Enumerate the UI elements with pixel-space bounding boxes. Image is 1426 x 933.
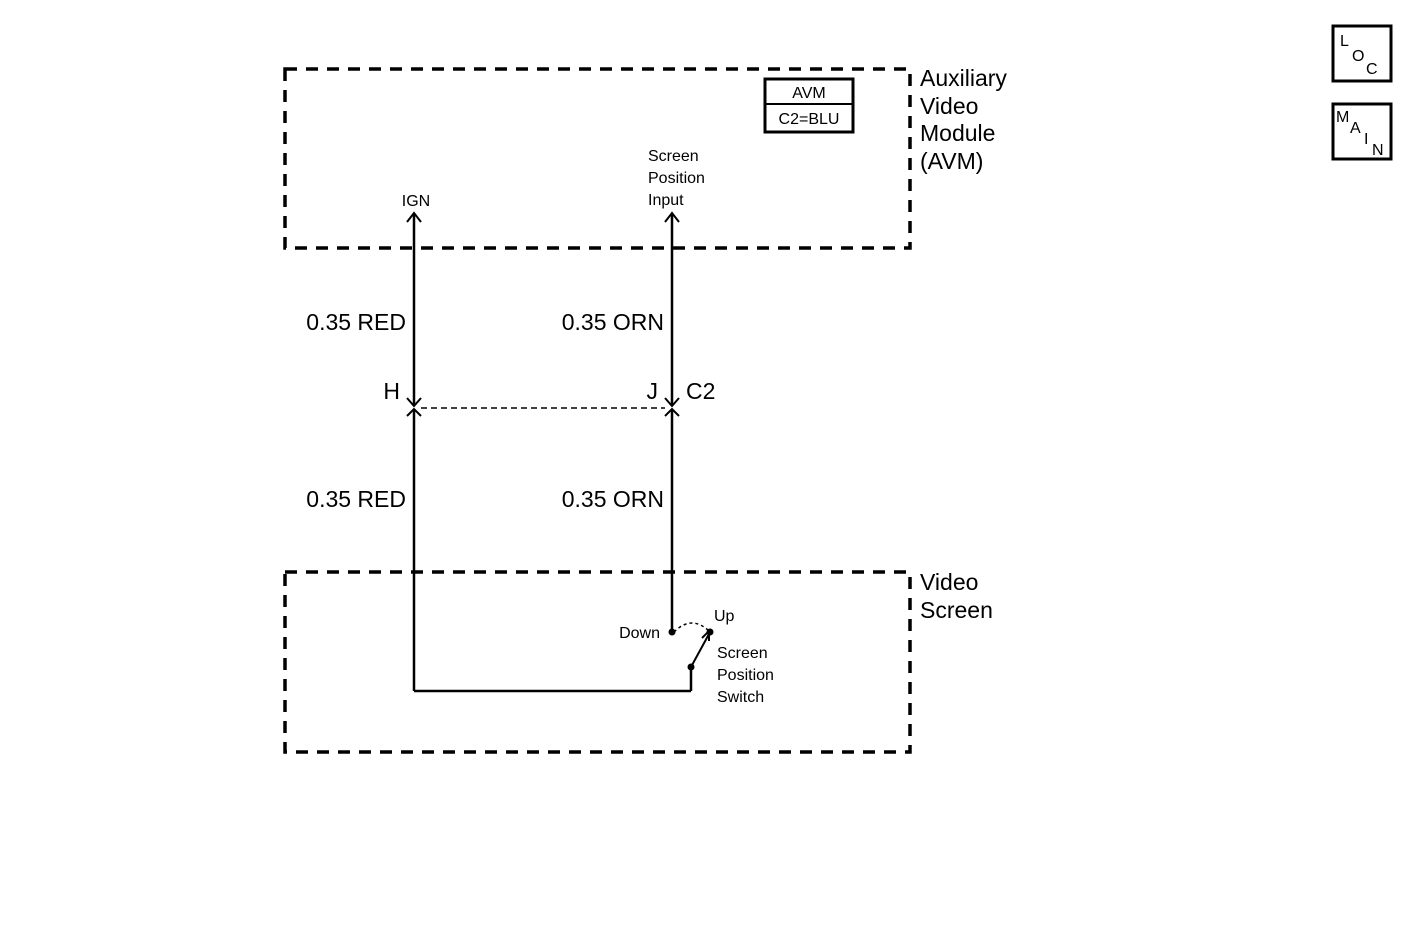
wire-orn (664, 211, 680, 632)
wire-label-lower-left: 0.35 RED (306, 486, 406, 512)
connector-pin-h: H (383, 378, 400, 404)
wire-label-upper-left: 0.35 RED (306, 309, 406, 335)
connector-name-c2: C2 (686, 378, 715, 404)
loc-letter-o: O (1352, 48, 1364, 65)
loc-letter-c: C (1366, 61, 1378, 78)
avm-module-name: Auxiliary Video Module (AVM) (920, 65, 1007, 174)
switch-down-label: Down (619, 625, 660, 642)
video-screen-name: Video Screen (920, 569, 993, 623)
video-screen-name-line-2: Screen (920, 597, 993, 623)
ign-terminal-label: IGN (402, 193, 430, 210)
main-letter-a: A (1350, 120, 1361, 137)
main-letter-i: I (1364, 131, 1368, 148)
screen-position-input-line-3: Input (648, 192, 684, 209)
avm-name-line-1: Auxiliary (920, 65, 1007, 91)
avm-name-line-3: Module (920, 120, 995, 146)
switch-up-label: Up (714, 608, 735, 625)
avm-table-header: AVM (792, 85, 825, 102)
wire-label-upper-right: 0.35 ORN (562, 309, 664, 335)
screen-position-switch (414, 622, 714, 693)
switch-down-contact (668, 628, 676, 636)
avm-module-box (283, 67, 912, 250)
switch-up-contact (706, 628, 714, 636)
switch-name-line-2: Position (717, 667, 774, 684)
main-letter-m: M (1336, 109, 1349, 126)
loc-button[interactable]: L O C (1331, 24, 1393, 83)
wire-red (406, 211, 422, 691)
video-screen-box (283, 570, 912, 754)
screen-position-switch-label: Screen Position Switch (717, 645, 774, 706)
screen-position-input-line-2: Position (648, 170, 705, 187)
avm-name-line-4: (AVM) (920, 148, 983, 174)
main-letter-n: N (1372, 142, 1384, 159)
avm-connector-table: AVM C2=BLU (763, 77, 855, 134)
loc-letter-l: L (1340, 33, 1349, 50)
avm-table-value: C2=BLU (779, 111, 840, 128)
main-button[interactable]: M A I N (1331, 102, 1393, 161)
avm-name-line-2: Video (920, 93, 978, 119)
video-screen-name-line-1: Video (920, 569, 978, 595)
switch-name-line-3: Switch (717, 689, 764, 706)
screen-position-input-label: Screen Position Input (648, 148, 705, 209)
wire-label-lower-right: 0.35 ORN (562, 486, 664, 512)
switch-pivot (687, 663, 695, 671)
connector-pin-j: J (647, 378, 659, 404)
screen-position-input-line-1: Screen (648, 148, 699, 165)
switch-name-line-1: Screen (717, 645, 768, 662)
